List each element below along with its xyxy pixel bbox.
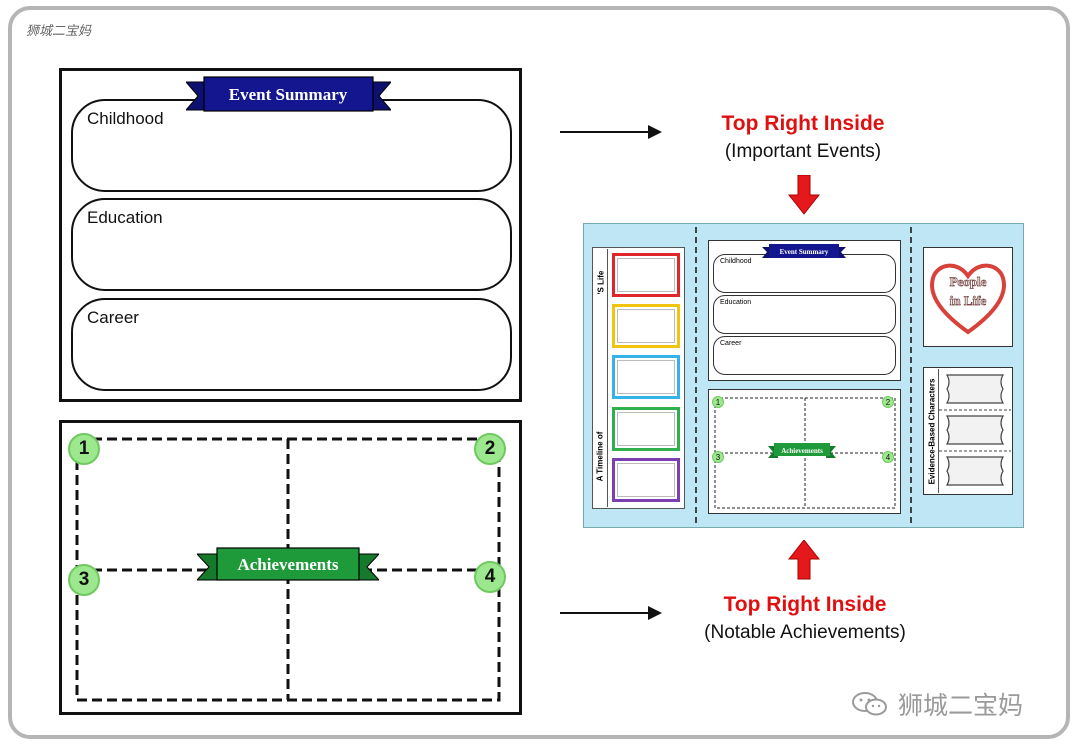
callout-bottom-title: Top Right Inside bbox=[723, 593, 887, 616]
timeline-box-red bbox=[612, 253, 680, 297]
achievement-number-4: 4 bbox=[474, 561, 506, 593]
timeline-box-purple bbox=[612, 458, 680, 502]
watermark-top: 狮城二宝妈 bbox=[26, 23, 92, 38]
arrow-right-bottom bbox=[560, 606, 662, 620]
event-summary-title: Event Summary bbox=[229, 85, 348, 104]
mini-event-summary-title: Event Summary bbox=[780, 248, 829, 256]
people-line1: People bbox=[950, 274, 987, 289]
evidence-strip bbox=[925, 369, 939, 493]
timeline-box-green bbox=[612, 407, 680, 451]
timeline-label: A Timeline of bbox=[595, 431, 605, 482]
callout-top-subtitle: (Important Events) bbox=[724, 141, 882, 162]
mini-number-3: 3 bbox=[712, 451, 724, 463]
mini-number-2: 2 bbox=[882, 396, 894, 408]
childhood-row: Childhood bbox=[71, 99, 512, 192]
career-label: Career bbox=[87, 308, 139, 327]
people-line2: in Life bbox=[950, 293, 987, 308]
wechat-icon bbox=[852, 692, 887, 716]
callout-top-title: Top Right Inside bbox=[721, 112, 885, 135]
childhood-label: Childhood bbox=[87, 109, 164, 128]
mini-career-row: Career bbox=[713, 336, 896, 375]
mini-number-1: 1 bbox=[712, 396, 724, 408]
heart-icon: People in Life bbox=[930, 263, 1006, 335]
mini-achievements-title: Achievements bbox=[781, 447, 823, 455]
red-arrow-down-icon bbox=[788, 175, 820, 215]
evidence-label: Evidence-Based Characters bbox=[927, 378, 937, 485]
education-row: Education bbox=[71, 198, 512, 291]
evidence-frames bbox=[939, 374, 1011, 486]
mini-event-summary-banner: Event Summary bbox=[762, 244, 846, 258]
timeline-box-blue bbox=[612, 355, 680, 399]
red-arrow-up-icon bbox=[788, 540, 820, 580]
timeline-box-yellow bbox=[612, 304, 680, 348]
mini-childhood-row: Childhood bbox=[713, 254, 896, 293]
mini-childhood-label: Childhood bbox=[720, 258, 752, 265]
achievement-number-2: 2 bbox=[474, 433, 506, 465]
achievements-title: Achievements bbox=[237, 555, 338, 574]
watermark-bottom-text: 狮城二宝妈 bbox=[898, 692, 1024, 720]
achievement-number-1: 1 bbox=[68, 433, 100, 465]
timeline-suffix: 'S Life bbox=[596, 270, 606, 295]
mini-education-row: Education bbox=[713, 295, 896, 334]
mini-achievements-grid: Achievements bbox=[714, 397, 896, 509]
mini-education-label: Education bbox=[720, 299, 752, 306]
mini-number-4: 4 bbox=[882, 451, 894, 463]
arrow-right-top bbox=[560, 125, 662, 139]
achievement-number-3: 3 bbox=[68, 564, 100, 596]
career-row: Career bbox=[71, 298, 512, 391]
achievements-banner: Achievements bbox=[197, 547, 379, 581]
watermark-bottom: 狮城二宝妈 bbox=[850, 686, 1023, 722]
timeline-strip bbox=[594, 249, 608, 507]
callout-bottom-subtitle: (Notable Achievements) bbox=[704, 622, 906, 643]
event-summary-banner: Event Summary bbox=[186, 76, 391, 112]
mini-career-label: Career bbox=[720, 340, 742, 347]
education-label: Education bbox=[87, 208, 163, 227]
